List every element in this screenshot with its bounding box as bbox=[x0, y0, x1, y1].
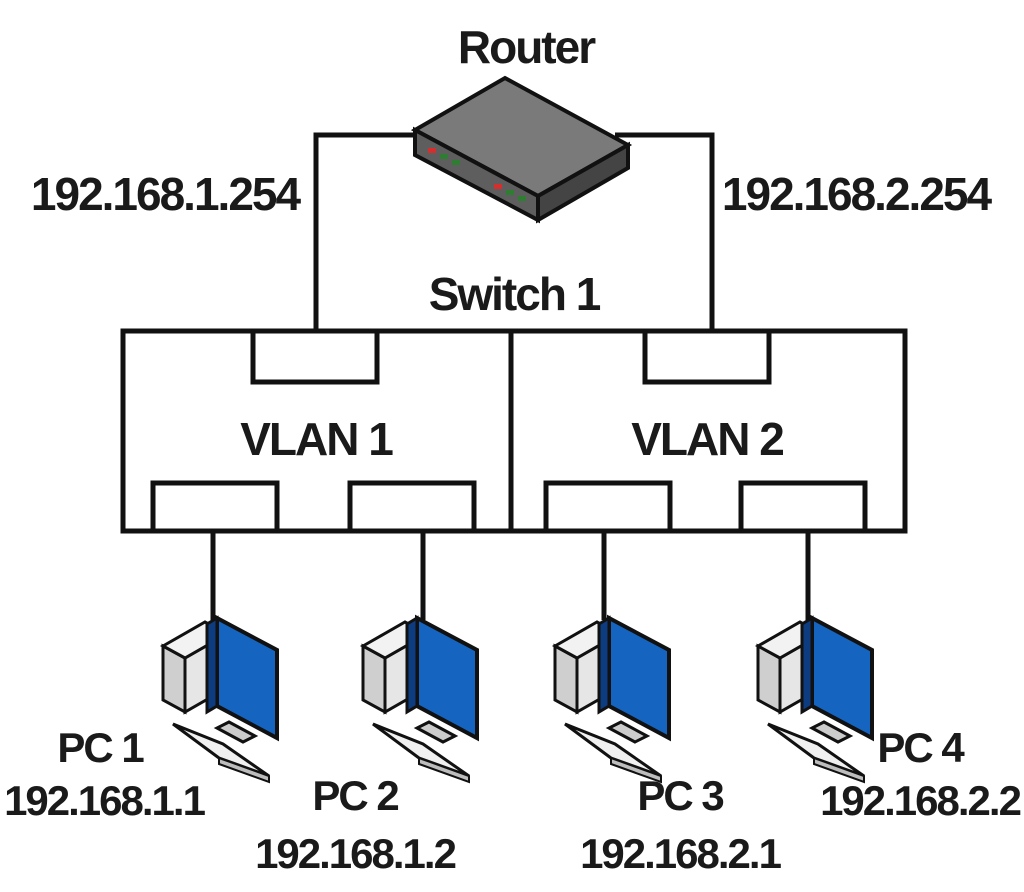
pc4-ip: 192.168.2.2 bbox=[820, 777, 1021, 824]
vlan1-uplink-port bbox=[250, 328, 380, 385]
pc3-port bbox=[543, 480, 673, 534]
pc1-label: PC 1 bbox=[57, 724, 144, 771]
pc-cables bbox=[210, 531, 811, 620]
pc1-computer-icon bbox=[161, 616, 279, 784]
vlan2-label: VLAN 2 bbox=[631, 413, 783, 465]
pc2-ip: 192.168.1.2 bbox=[255, 830, 456, 877]
router-right-ip: 192.168.2.254 bbox=[722, 168, 993, 220]
pc4-computer-icon bbox=[756, 616, 874, 784]
pc3-computer-icon bbox=[553, 616, 671, 784]
router-label: Router bbox=[458, 21, 596, 73]
router-icon bbox=[410, 75, 633, 224]
pc1-port bbox=[150, 480, 280, 534]
router-uplink-wires bbox=[313, 132, 715, 332]
pc3-label: PC 3 bbox=[637, 772, 723, 819]
pc2-computer-icon bbox=[361, 616, 479, 784]
vlan1-label: VLAN 1 bbox=[240, 413, 393, 465]
pc1-ip: 192.168.1.1 bbox=[4, 777, 206, 824]
pc2-port bbox=[347, 480, 477, 534]
router-left-ip: 192.168.1.254 bbox=[31, 168, 302, 220]
pc4-port bbox=[738, 480, 868, 534]
pc2-label: PC 2 bbox=[312, 772, 398, 819]
pc3-ip: 192.168.2.1 bbox=[580, 830, 782, 877]
switch-label: Switch 1 bbox=[429, 268, 601, 320]
vlan2-uplink-port bbox=[642, 328, 772, 385]
pc4-label: PC 4 bbox=[877, 724, 965, 771]
